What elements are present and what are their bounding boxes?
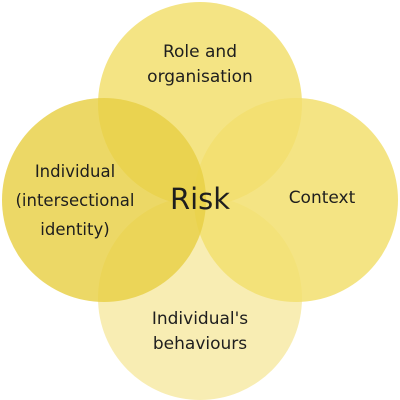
label-line: Individual xyxy=(34,162,116,181)
center-label: Risk xyxy=(169,182,231,216)
label-line: Individual's xyxy=(151,309,249,329)
label-line: Context xyxy=(288,188,356,208)
circle-label-right: Context xyxy=(262,186,382,211)
circle-label-left: Individual (intersectional identity) xyxy=(0,157,150,244)
circle-label-top: Role and organisation xyxy=(100,40,300,90)
label-line: (intersectional xyxy=(15,191,135,210)
label-line: Role and xyxy=(162,42,238,62)
circle-right xyxy=(194,98,398,302)
circle-left xyxy=(2,98,206,302)
circle-label-bottom: Individual's behaviours xyxy=(100,307,300,357)
label-line: identity) xyxy=(40,220,110,239)
label-line: organisation xyxy=(147,67,253,87)
label-line: behaviours xyxy=(152,334,248,354)
